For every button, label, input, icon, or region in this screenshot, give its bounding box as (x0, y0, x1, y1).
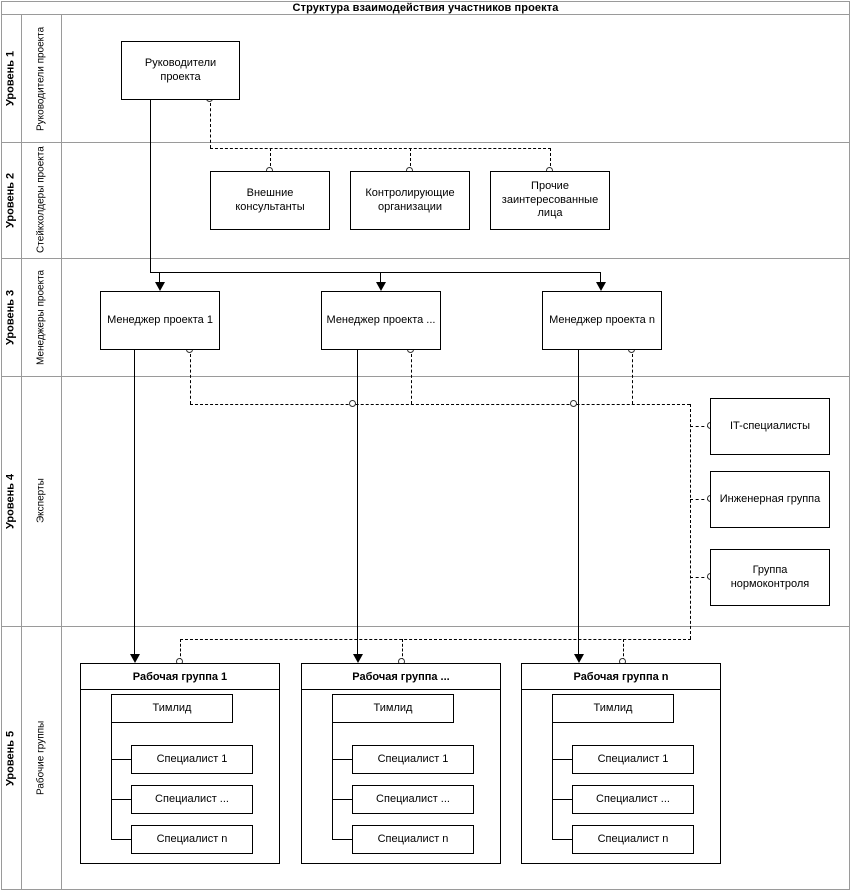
connector-solid-m2-to-wg2 (357, 350, 359, 661)
grid-divider-level3 (1, 376, 850, 377)
connector-solid-l3-drop-1 (159, 272, 161, 284)
connector-solid-l1-down (150, 99, 152, 273)
node-project-leaders[interactable]: Руководители проекта (121, 41, 240, 100)
arrowhead-wg1 (130, 654, 140, 663)
node-other-stakeholders[interactable]: Прочие заинтересованные лица (490, 171, 610, 230)
node-controlling-organizations[interactable]: Контролирующие организации (350, 171, 470, 230)
wg2-specialist-1[interactable]: Специалист 1 (352, 745, 474, 774)
wg2-teamlead[interactable]: Тимлид (332, 694, 454, 723)
role-label-5: Рабочие группы (35, 720, 47, 796)
node-engineering-group[interactable]: Инженерная группа (710, 471, 830, 528)
wg3-specialist-n[interactable]: Специалист n (572, 825, 694, 854)
wg2-tree-spine (332, 709, 334, 839)
wg3-tree-branch-3 (552, 839, 573, 841)
node-project-manager-mid[interactable]: Менеджер проекта ... (321, 291, 441, 350)
wg1-specialist-1[interactable]: Специалист 1 (131, 745, 253, 774)
connector-dashed-wg-drop-2 (402, 639, 403, 661)
wg1-teamlead[interactable]: Тимлид (111, 694, 233, 723)
working-group-2-header: Рабочая группа ... (302, 664, 500, 690)
wg3-specialist-1[interactable]: Специалист 1 (572, 745, 694, 774)
connector-dashed-wg-drop-1 (180, 639, 181, 661)
arrowhead-wg3 (574, 654, 584, 663)
working-group-3-header: Рабочая группа n (522, 664, 720, 690)
wg1-tree-branch-1 (111, 759, 132, 761)
connector-crossing-circle-2 (570, 400, 577, 407)
role-label-2: Стейкхолдеры проекта (35, 146, 47, 254)
node-it-specialists[interactable]: IT-специалисты (710, 398, 830, 455)
connector-crossing-circle-1 (349, 400, 356, 407)
connector-dashed-m2-down (411, 354, 412, 404)
wg2-specialist-mid[interactable]: Специалист ... (352, 785, 474, 814)
wg1-specialist-n[interactable]: Специалист n (131, 825, 253, 854)
connector-dashed-wg-bus (180, 639, 691, 640)
node-project-manager-n[interactable]: Менеджер проекта n (542, 291, 662, 350)
connector-solid-l3-bus (150, 272, 601, 274)
node-external-consultants[interactable]: Внешние консультанты (210, 171, 330, 230)
connector-solid-m3-to-wg3 (578, 350, 580, 661)
grid-divider-level4 (1, 626, 850, 627)
arrowhead-l3-2 (376, 282, 386, 291)
wg1-tree-branch-2 (111, 799, 132, 801)
connector-dashed-m3-down (632, 354, 633, 404)
connector-dashed-experts-bus (190, 404, 690, 405)
node-project-manager-1[interactable]: Менеджер проекта 1 (100, 291, 220, 350)
wg1-tree-branch-3 (111, 839, 132, 841)
level-label-5: Уровень 5 (4, 730, 17, 786)
wg1-tree-spine (111, 709, 113, 839)
connector-dashed-wg-drop-3 (623, 639, 624, 661)
connector-dashed-l2-drop-3 (550, 148, 551, 171)
level-label-1: Уровень 1 (4, 50, 17, 107)
wg1-specialist-mid[interactable]: Специалист ... (131, 785, 253, 814)
connector-dashed-l1-down (210, 103, 211, 148)
wg2-tree-branch-3 (332, 839, 353, 841)
connector-dashed-m1-down (190, 354, 191, 404)
wg2-tree-branch-1 (332, 759, 353, 761)
working-group-3[interactable]: Рабочая группа n Тимлид Специалист 1 Спе… (521, 663, 721, 864)
connector-solid-l3-drop-2 (380, 272, 382, 284)
level-label-2: Уровень 2 (4, 172, 17, 228)
wg3-tree-spine (552, 709, 554, 839)
working-group-2[interactable]: Рабочая группа ... Тимлид Специалист 1 С… (301, 663, 501, 864)
wg3-tree-branch-2 (552, 799, 573, 801)
connector-dashed-l2-bus (210, 148, 551, 149)
connector-dashed-expert-3 (690, 577, 710, 578)
arrowhead-wg2 (353, 654, 363, 663)
wg2-tree-branch-2 (332, 799, 353, 801)
level-label-3: Уровень 3 (4, 289, 17, 345)
grid-divider-level1 (1, 142, 850, 143)
wg2-specialist-n[interactable]: Специалист n (352, 825, 474, 854)
connector-dashed-l2-drop-1 (270, 148, 271, 171)
connector-dashed-expert-1 (690, 426, 710, 427)
grid-column-role (61, 15, 62, 890)
wg3-teamlead[interactable]: Тимлид (552, 694, 674, 723)
level-label-4: Уровень 4 (4, 473, 17, 529)
connector-dashed-expert-2 (690, 499, 710, 500)
wg3-specialist-mid[interactable]: Специалист ... (572, 785, 694, 814)
arrowhead-l3-1 (155, 282, 165, 291)
role-label-3: Менеджеры проекта (35, 269, 47, 365)
page-title: Структура взаимодействия участников прое… (292, 1, 559, 14)
role-label-1: Руководители проекта (35, 26, 47, 131)
connector-solid-m1-to-wg1 (134, 350, 136, 661)
role-label-4: Эксперты (35, 478, 47, 524)
connector-dashed-experts-riser (690, 404, 691, 639)
working-group-1-header: Рабочая группа 1 (81, 664, 279, 690)
node-normocontrol-group[interactable]: Группа нормоконтроля (710, 549, 830, 606)
working-group-1[interactable]: Рабочая группа 1 Тимлид Специалист 1 Спе… (80, 663, 280, 864)
arrowhead-l3-3 (596, 282, 606, 291)
wg3-tree-branch-1 (552, 759, 573, 761)
grid-divider-title (1, 14, 850, 15)
grid-column-level (21, 15, 22, 890)
grid-divider-level2 (1, 258, 850, 259)
connector-dashed-l2-drop-2 (410, 148, 411, 171)
connector-solid-l3-drop-3 (600, 272, 602, 284)
